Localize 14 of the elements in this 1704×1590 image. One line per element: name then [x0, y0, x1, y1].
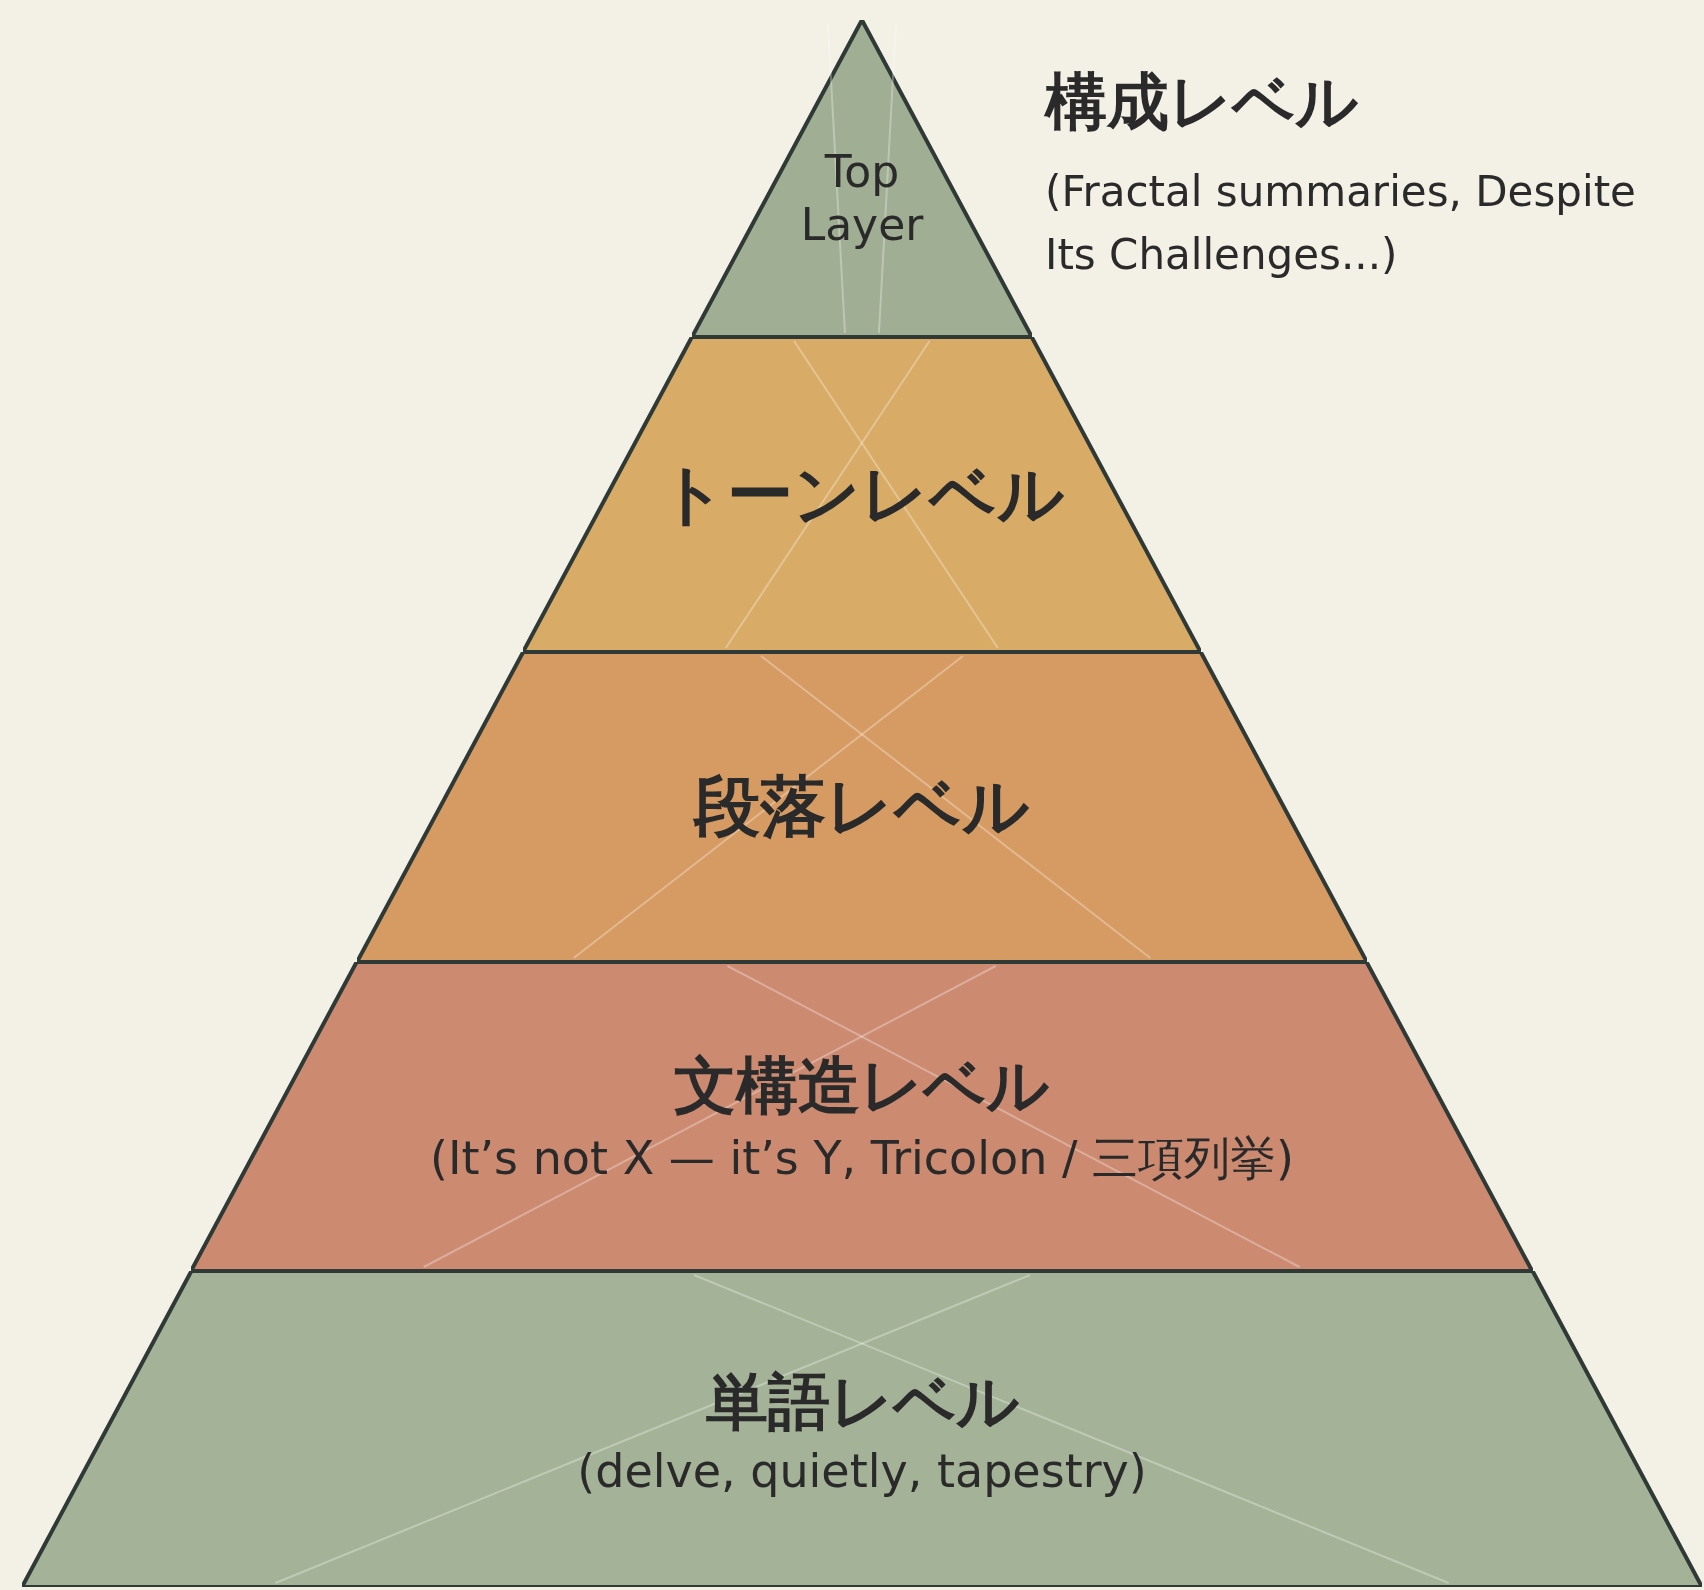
layer-label: 段落レベル	[694, 767, 1030, 847]
pyramid-band	[22, 1271, 1702, 1587]
pyramid-band	[191, 962, 1533, 1271]
layer-label: Top Layer	[799, 145, 925, 252]
layer-label: 単語レベル	[705, 1364, 1019, 1440]
level-description: (Fractal summaries, Despite Its Challenges...)	[1045, 166, 1637, 281]
pyramid-band	[523, 337, 1201, 652]
pyramid-band	[357, 652, 1367, 962]
level-heading: 構成レベル	[1045, 64, 1358, 140]
example-text: (delve, quietly, tapestry)	[577, 1444, 1147, 1498]
pyramid-apex	[692, 20, 1032, 337]
layer-label: トーンレベル	[659, 454, 1065, 535]
layer-label: 文構造レベル	[674, 1047, 1050, 1124]
example-text: (It’s not X — it’s Y, Tricolon / 三項列挙)	[429, 1129, 1295, 1187]
